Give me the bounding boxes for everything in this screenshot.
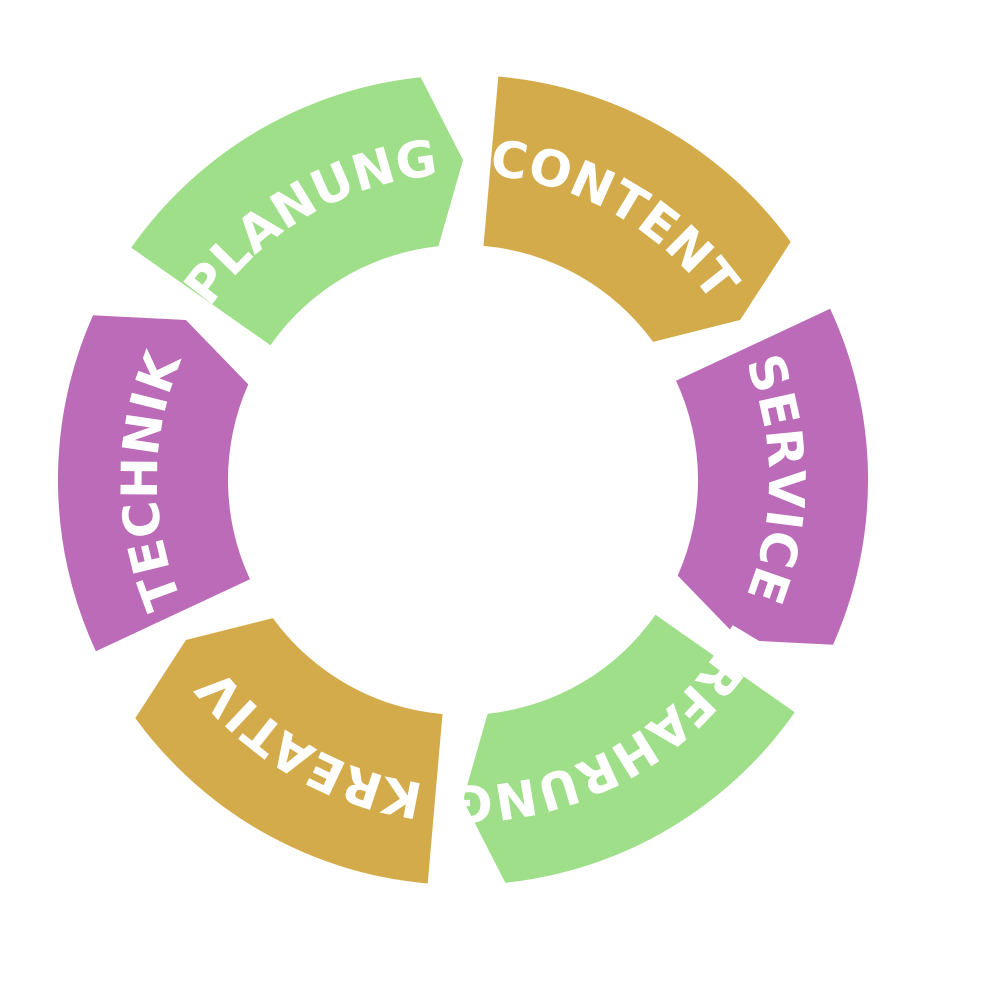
segment-shape <box>483 76 791 342</box>
segment-technik: TECHNIK <box>57 315 250 652</box>
segment-planung: PLANUNG <box>131 77 463 346</box>
segment-erfahrung: ERFAHRUNG <box>449 614 795 883</box>
segment-shape <box>57 315 250 652</box>
segment-shape <box>131 77 463 346</box>
segment-shape <box>463 614 795 883</box>
segment-shape <box>676 308 869 645</box>
segment-service: SERVICE <box>676 308 869 645</box>
segment-kreativ: KREATIV <box>135 618 443 884</box>
segment-shape <box>135 618 443 884</box>
segment-content: CONTENT <box>483 76 791 342</box>
